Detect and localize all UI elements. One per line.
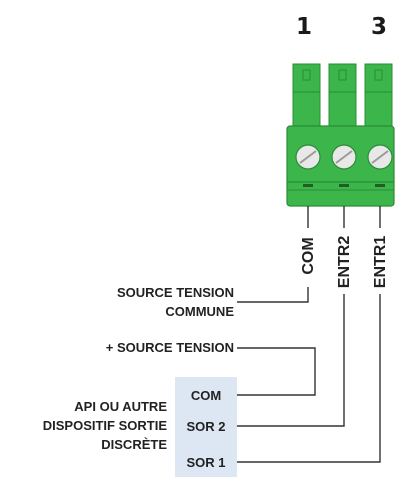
device-label-line2: DISPOSITIF SORTIE (43, 418, 168, 433)
device-terminal-sor2: SOR 2 (186, 419, 225, 434)
connector-wire-stubs (307, 206, 381, 228)
device-label-line3: DISCRÈTE (101, 437, 167, 452)
device-label-line1: API OU AUTRE (74, 399, 167, 414)
device-terminal-sor1: SOR 1 (186, 455, 225, 470)
terminal-number-1: 1 (296, 14, 312, 40)
common-source-label-line2: COMMUNE (165, 304, 234, 319)
common-source-label-line1: SOURCE TENSION (117, 285, 234, 300)
signal-wires (237, 287, 381, 463)
terminal-number-3: 3 (371, 14, 387, 40)
discrete-output-device: COM SOR 2 SOR 1 (175, 377, 237, 477)
plus-source-label: + SOURCE TENSION (106, 340, 234, 355)
pin-label-entr1: ENTR1 (372, 236, 389, 289)
pin-label-entr2: ENTR2 (336, 236, 353, 289)
terminal-connector (286, 63, 395, 207)
device-box (175, 377, 237, 477)
connector-plug-tabs (292, 63, 393, 131)
pin-label-com: COM (300, 237, 317, 274)
device-terminal-com: COM (191, 388, 221, 403)
screw-icon (331, 144, 357, 170)
screw-icon (295, 144, 321, 170)
screw-icon (367, 144, 393, 170)
